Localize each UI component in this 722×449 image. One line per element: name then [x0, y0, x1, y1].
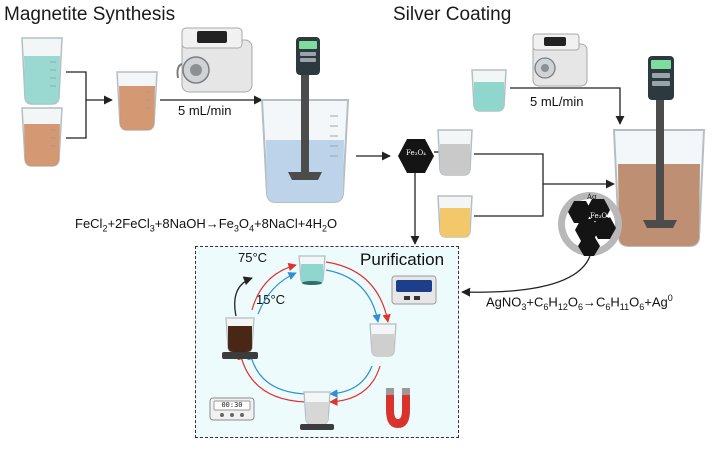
silver-flow-rate: 5 mL/min	[530, 94, 584, 109]
grey-wash-beaker	[369, 323, 397, 357]
timer-icon	[209, 397, 255, 421]
sonicated-beaker	[300, 391, 334, 430]
silver-coating-title: Silver Coating	[393, 4, 512, 25]
peristaltic-pump-icon	[176, 27, 253, 93]
stirred-reactor-beaker	[260, 62, 350, 203]
timer-display: 00:30	[221, 401, 243, 409]
silver-equation: AgNO3+C6H12O6→C6H11O6+Ag0	[486, 293, 673, 312]
core-shell-particle-icon	[558, 192, 622, 256]
teal-silver-nitrate-beaker	[471, 69, 507, 112]
heated-wash-beaker	[298, 255, 326, 285]
magnetite-synthesis-title: Magnetite Synthesis	[4, 4, 176, 25]
purification-title: Purification	[360, 250, 445, 269]
yellow-reducing-agent-beaker	[437, 195, 473, 238]
magnetite-particle-icon	[398, 139, 434, 173]
peristaltic-pump-2-icon	[532, 33, 588, 87]
overhead-stirrer-2-icon	[648, 56, 674, 100]
ultrasonic-bath-icon	[391, 275, 437, 305]
mixed-precursor-beaker	[116, 71, 158, 131]
teal-reactant-beaker	[21, 37, 63, 105]
cycle-hot-path	[237, 261, 391, 406]
hexagon-particle-label: Fe₃O₄	[406, 149, 426, 157]
shell-particle-label: Ag	[587, 193, 597, 201]
hot-temperature-label: 75°C	[238, 250, 268, 265]
magnetite-flow-rate: 5 mL/min	[178, 103, 232, 118]
magnet-icon	[386, 388, 410, 428]
magnetite-equation: FeCl2+2FeCl3+8NaOH→Fe3O4+8NaCl+4H2O	[75, 216, 338, 234]
overhead-stirrer-icon	[296, 37, 320, 75]
grey-dispersion-beaker	[437, 129, 473, 176]
dark-product-beaker	[222, 317, 258, 359]
silver-coating-reactor-beaker	[612, 96, 706, 247]
brown-reactant-beaker	[21, 107, 63, 167]
core-particle-label: Fe₃O₄	[590, 212, 610, 220]
cycle-cold-path	[247, 269, 381, 398]
